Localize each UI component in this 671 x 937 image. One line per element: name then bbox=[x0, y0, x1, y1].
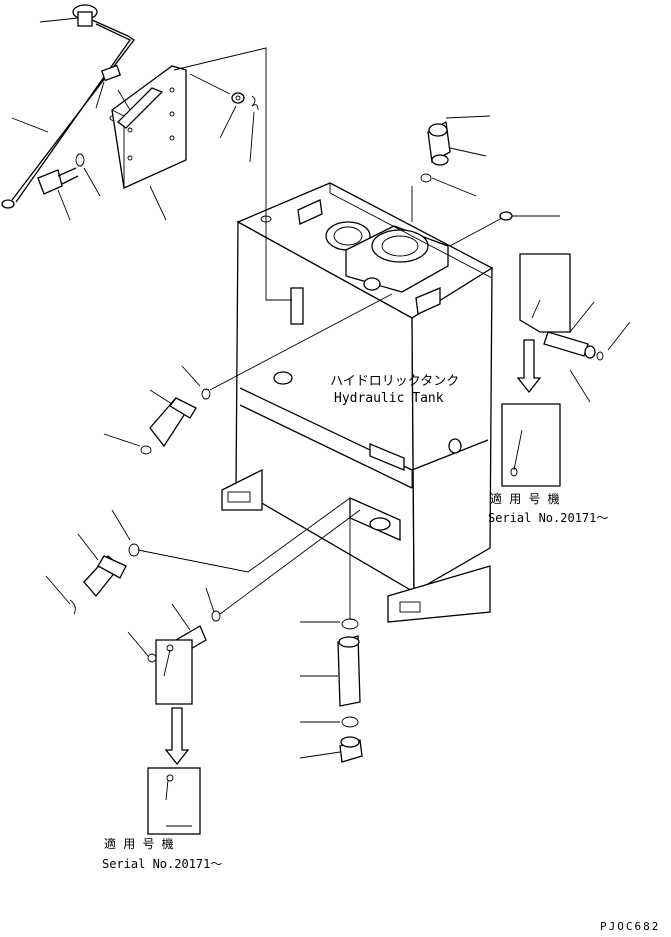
right-fitting-group bbox=[501, 253, 631, 487]
left-fittings bbox=[45, 293, 393, 835]
leader-lines-top-left bbox=[11, 17, 292, 301]
drain-stack bbox=[299, 500, 363, 763]
drawing-code: PJOC682 bbox=[600, 920, 660, 933]
hydraulic-tank bbox=[221, 182, 494, 623]
serial-label-right: Serial No.20171～ bbox=[488, 511, 608, 525]
top-fittings bbox=[411, 115, 560, 247]
serial-label-japanese-right: 適 用 号 機 bbox=[490, 491, 560, 506]
serial-label-bottom: Serial No.20171～ bbox=[102, 857, 222, 871]
breather-line-assembly bbox=[1, 4, 259, 209]
tank-label-english: Hydraulic Tank bbox=[334, 391, 444, 406]
tank-label-japanese: ハイドロリックタンク bbox=[330, 374, 459, 389]
serial-label-japanese-bottom: 適 用 号 機 bbox=[104, 836, 174, 851]
